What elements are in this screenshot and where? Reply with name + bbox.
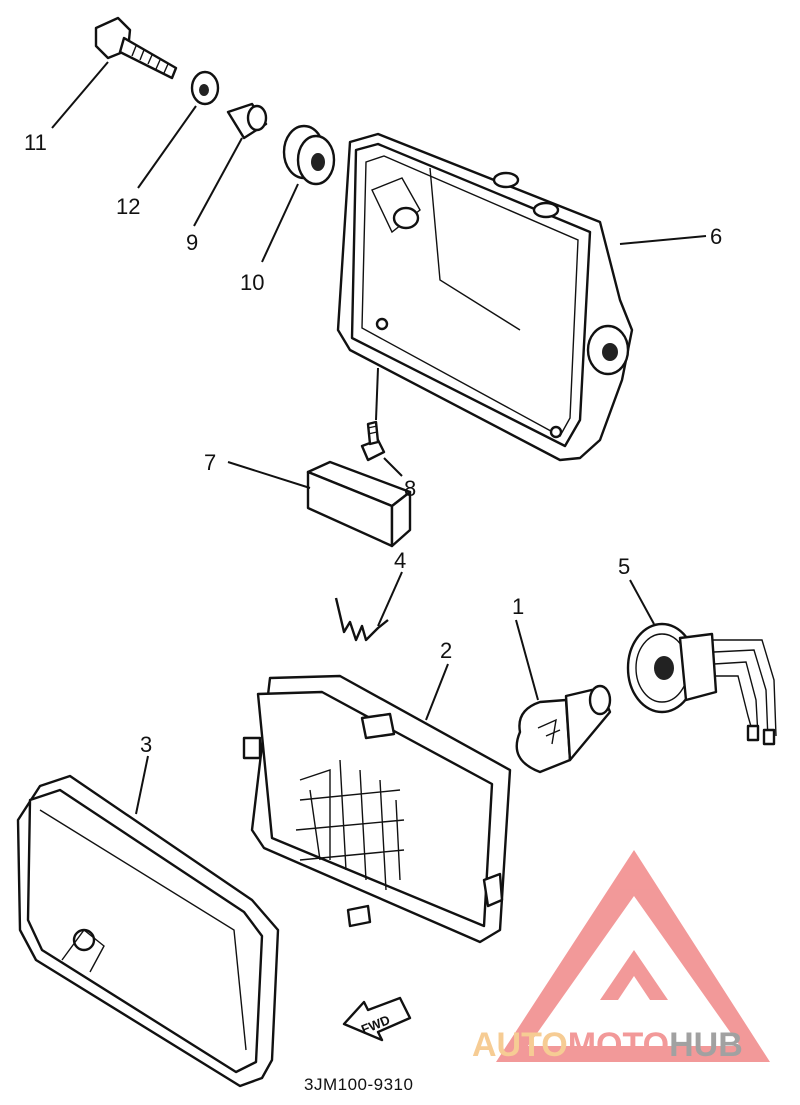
callout-3: 3	[140, 732, 152, 757]
drawing-code: 3JM100-9310	[304, 1075, 413, 1094]
callout-11: 11	[24, 130, 47, 155]
callout-10: 10	[240, 270, 264, 295]
collar-part	[226, 102, 268, 140]
headlight-rim-part	[16, 774, 280, 1088]
watermark-logo: AUTOMOTOHUB	[472, 850, 770, 1064]
leader-line	[227, 461, 311, 489]
leader-line	[377, 571, 403, 627]
grommet-part	[282, 124, 336, 186]
watermark-moto: MOTO	[568, 1026, 669, 1064]
leader-line	[135, 755, 149, 815]
callout-1: 1	[512, 594, 524, 619]
watermark-triangle-icon	[496, 850, 770, 1062]
callout-12: 12	[116, 194, 140, 219]
leader-line	[193, 137, 243, 227]
svg-text:AUTOMOTOHUB: AUTOMOTOHUB	[472, 1026, 743, 1064]
headlight-lens-part	[242, 674, 512, 944]
spring-part	[334, 597, 389, 642]
callout-8: 8	[404, 476, 416, 501]
callout-4: 4	[394, 548, 406, 573]
bolt-part	[94, 16, 178, 80]
leader-line	[619, 235, 707, 245]
leader-line	[375, 367, 379, 421]
forward-arrow-icon: FWD	[342, 996, 412, 1042]
washer-part	[190, 70, 220, 106]
leader-line	[383, 457, 403, 477]
leader-line	[515, 619, 539, 701]
screw-part	[360, 420, 386, 462]
leader-line	[51, 61, 109, 129]
callout-5: 5	[618, 554, 630, 579]
watermark-auto: AUTO	[472, 1026, 568, 1064]
leader-line	[425, 663, 449, 721]
callout-9: 9	[186, 230, 198, 255]
leader-line	[629, 579, 655, 625]
bulb-part	[515, 684, 612, 774]
leader-line	[137, 105, 197, 189]
block-part	[306, 460, 412, 548]
callout-6: 6	[710, 224, 722, 249]
leader-line	[261, 183, 299, 263]
headlight-case-part	[336, 132, 634, 462]
callout-2: 2	[440, 638, 452, 663]
bulb-socket-part	[626, 622, 777, 746]
callout-7: 7	[204, 450, 216, 475]
watermark-hub: HUB	[669, 1026, 743, 1064]
